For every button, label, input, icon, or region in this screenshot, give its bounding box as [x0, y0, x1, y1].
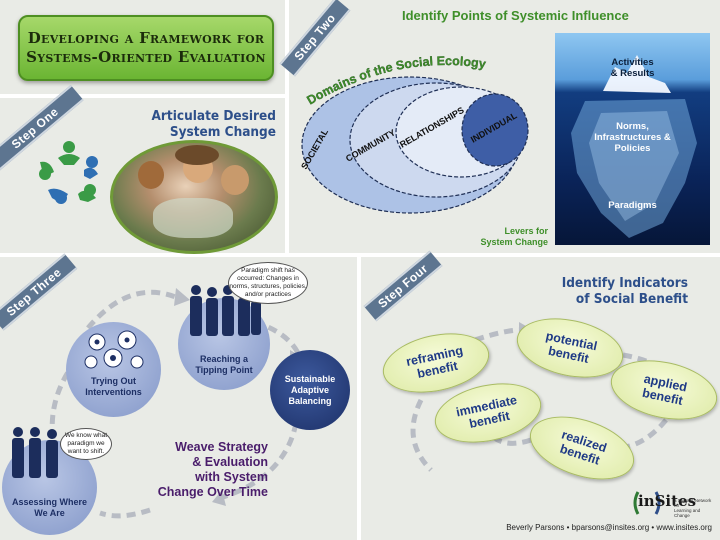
logo-name: inSites: [638, 492, 697, 510]
speech-bottom-line3: want to shift.: [67, 448, 105, 455]
insites-logo-icon: [633, 491, 661, 515]
speech-bubble-paradigm-shift: Paradigm shift has occurred: Changes in …: [228, 262, 308, 304]
horizontal-divider-left-top: [0, 94, 285, 98]
speech-top-line1: Paradigm shift has: [241, 267, 295, 274]
vertical-divider-top: [285, 0, 289, 255]
tipping-line2: Tipping Point: [195, 365, 253, 375]
step-one-heading-line2: System Change: [169, 124, 276, 140]
small-group-icon: [12, 427, 58, 478]
weave-text: Weave Strategy & Evaluation with System …: [140, 440, 268, 500]
assessing-line1: Assessing Where: [11, 497, 88, 507]
step-four-heading-line1: Identify Indicators: [561, 275, 688, 291]
sustainable-line1: Sustainable: [284, 373, 336, 384]
sustainable-circle: Sustainable Adaptive Balancing: [270, 350, 350, 430]
iceberg-middle-line1: Norms,: [616, 121, 649, 132]
speech-bubble-we-know: We know what paradigm we want to shift.: [60, 428, 112, 460]
tipping-line1: Reaching a: [199, 354, 248, 364]
people-circle-icon: [39, 141, 98, 204]
levers-line2: System Change: [480, 237, 548, 247]
iceberg-image: Activities & Results Norms, Infrastructu…: [555, 33, 710, 245]
weave-line4: Change Over Time: [157, 485, 268, 499]
iceberg-top-line1: Activities: [611, 57, 654, 68]
group-of-people-icon: [190, 285, 261, 336]
speech-bottom-line2: paradigm we: [67, 440, 105, 447]
title-line1: Developing a Framework for: [27, 29, 265, 47]
step-one-heading-line1: Articulate Desired: [151, 108, 276, 124]
trying-out-circle: Trying Out Interventions: [66, 322, 161, 417]
weave-line1: Weave Strategy: [175, 440, 268, 454]
insites-logo: inSites a Support Network for Learning a…: [630, 486, 716, 522]
speech-top-line3: norms, structures, policies,: [229, 283, 307, 290]
logo-tag-line1: a Support Network for: [674, 498, 712, 508]
iceberg-top-line2: & Results: [610, 68, 655, 79]
individual-ring: [461, 93, 529, 167]
trying-line2: Interventions: [85, 387, 142, 397]
step-one-heading: Articulate Desired System Change: [150, 108, 276, 140]
speech-top-line2: occurred: Changes in: [237, 275, 299, 282]
step-four-heading: Identify Indicators of Social Benefit: [520, 275, 688, 307]
logo-tag-line2: Learning and Change: [674, 508, 701, 518]
footer-credit: Beverly Parsons • bparsons@insites.org •…: [506, 523, 712, 532]
levers-line1: Levers for: [504, 226, 548, 236]
trying-line1: Trying Out: [91, 376, 136, 386]
iceberg-bottom: Paradigms: [608, 200, 657, 211]
iceberg-shape: [571, 55, 697, 238]
domains-diagram: Domains of the Social Ecology SOCIETAL C…: [299, 54, 529, 214]
iceberg-middle-line3: Policies: [614, 143, 651, 154]
iceberg-middle-line2: Infrastructures &: [594, 132, 671, 143]
weave-line3: with System: [195, 470, 268, 484]
sustainable-line3: Balancing: [288, 395, 332, 406]
levers-label: Levers for System Change: [470, 226, 548, 248]
children-photo: [110, 140, 278, 254]
speech-top-line4: and/or practices: [244, 291, 292, 298]
gears-icon: [84, 330, 143, 369]
step-two-heading: Identify Points of Systemic Influence: [402, 8, 629, 23]
step-four-heading-line2: of Social Benefit: [575, 291, 688, 307]
vertical-divider-bottom: [357, 255, 361, 540]
assessing-line2: We Are: [34, 508, 65, 518]
weave-line2: & Evaluation: [192, 455, 268, 469]
step-four-banner: Step Four: [363, 250, 443, 322]
speech-bottom-line1: We know what: [64, 432, 108, 439]
sustainable-line2: Adaptive: [290, 384, 329, 395]
title-box: Developing a Framework for Systems-Orien…: [18, 15, 274, 81]
title-line2: Systems-Oriented Evaluation: [26, 48, 266, 66]
